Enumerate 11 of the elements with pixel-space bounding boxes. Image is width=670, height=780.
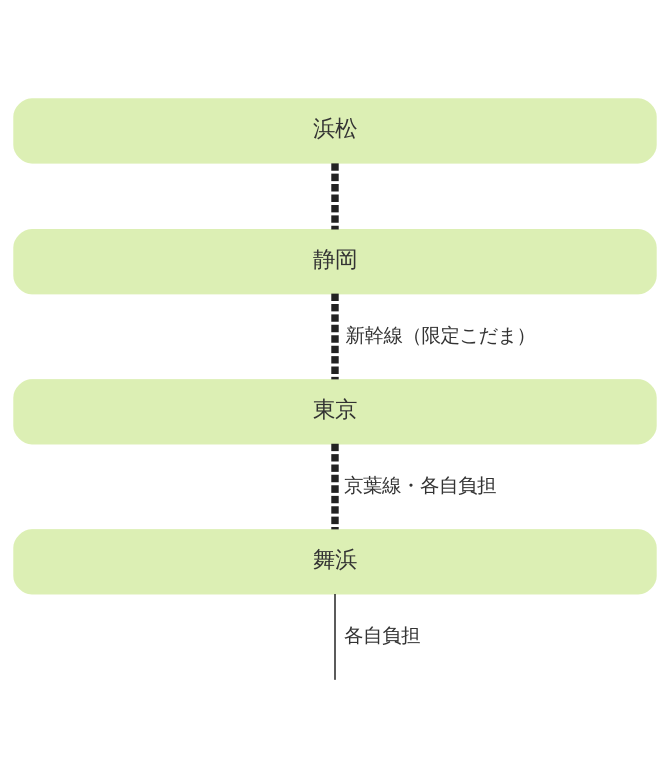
- node-box: 静岡: [13, 228, 657, 294]
- connector: [331, 294, 339, 380]
- node-box: 舞浜: [13, 529, 657, 595]
- edge-label: 各自負担: [344, 624, 420, 647]
- node-box: 東京: [13, 379, 657, 444]
- connector: [331, 444, 339, 530]
- edge-label: 新幹線（限定こだま）: [346, 324, 536, 347]
- connector: [334, 594, 336, 680]
- connector: [331, 163, 339, 230]
- edge-label: 京葉線・各自負担: [344, 474, 496, 497]
- node-box: 浜松: [13, 98, 657, 164]
